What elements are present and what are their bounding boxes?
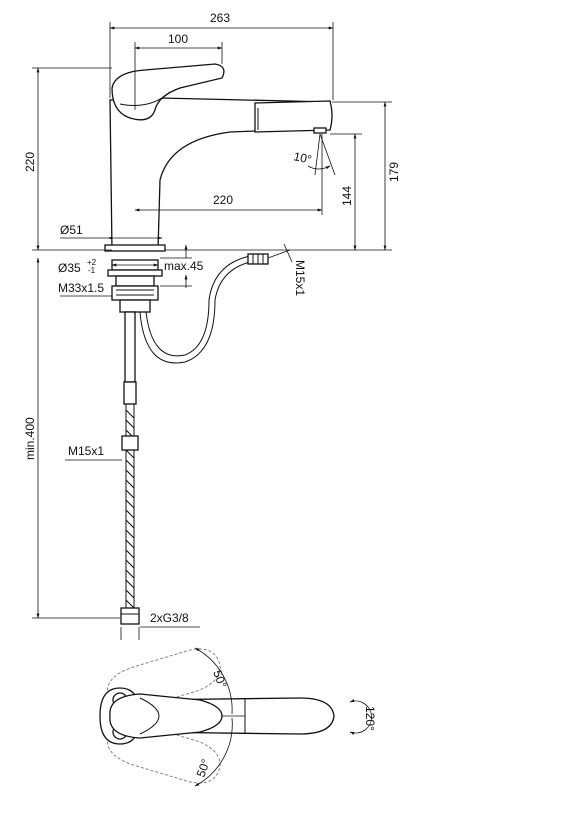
dim-height-total: 220	[23, 152, 37, 172]
shank	[119, 299, 151, 313]
dim-outlet-height: 144	[340, 186, 354, 206]
pullout-hose	[139, 253, 269, 364]
dim-hole-tol-minus: -1	[88, 266, 96, 275]
dim-shank-thread: M33x1.5	[58, 281, 104, 295]
hose-clip	[123, 381, 137, 405]
dim-swivel-right: 50°	[194, 757, 213, 779]
dim-spray-angle: 10°	[292, 149, 313, 167]
dim-rotation-angle: 120°	[363, 706, 377, 731]
faucet-top-view	[99, 648, 335, 784]
lever-ghost-right	[107, 726, 221, 784]
supply-hoses	[120, 311, 140, 625]
dim-hole-tol-plus: +2	[87, 258, 97, 267]
fixing-nut	[111, 285, 159, 301]
faucet-side-view	[104, 63, 333, 252]
dim-spout-reach: 220	[213, 193, 233, 207]
dim-connection-thread: 2xG3/8	[150, 611, 189, 625]
dim-hose-thread-top: M15x1	[293, 260, 307, 296]
lever-ghost-left	[107, 648, 221, 706]
dim-base-diameter: Ø51	[60, 223, 83, 237]
dim-hole-diameter: Ø35	[58, 261, 81, 275]
dim-swivel-left: 50°	[210, 668, 229, 690]
dim-overall-length: 263	[210, 11, 230, 25]
supply-nut	[120, 607, 140, 625]
mounting-assembly	[107, 259, 163, 313]
dim-lever-offset: 100	[168, 32, 188, 46]
spray-outlet	[313, 127, 327, 134]
dim-spout-height: 179	[387, 162, 401, 182]
spout-head	[254, 100, 333, 133]
base-ring	[104, 244, 166, 252]
dim-max-thickness: max.45	[164, 259, 204, 273]
dim-min-hose-length: min.400	[23, 417, 37, 460]
dim-hose-thread-bottom: M15x1	[68, 444, 104, 458]
